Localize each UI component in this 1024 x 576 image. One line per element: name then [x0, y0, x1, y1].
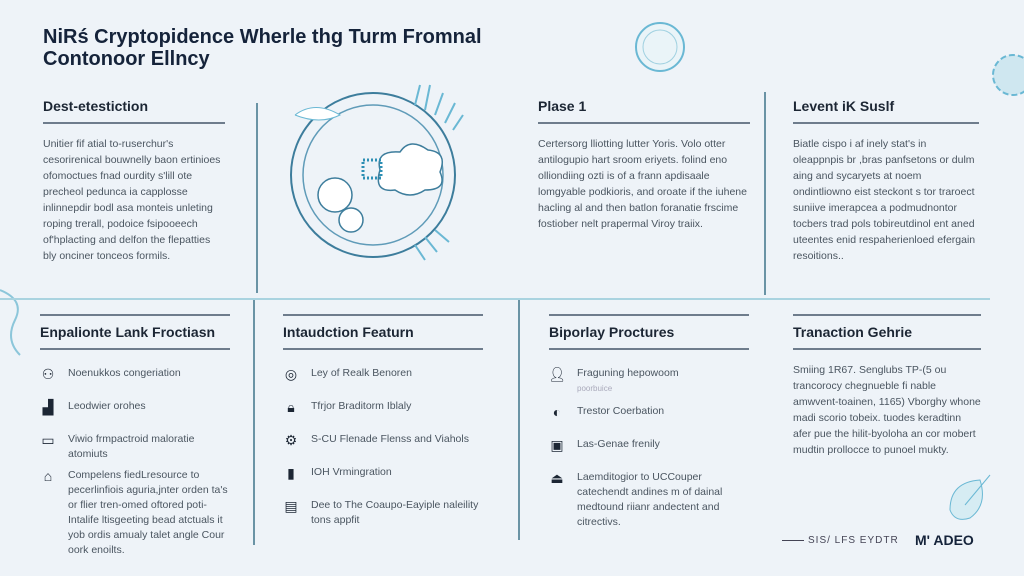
section-heading: Enpalionte Lank Froctiasn — [40, 314, 230, 350]
list-item: ▣ Las-Genae frenily — [549, 437, 749, 453]
section-heading: Tranaction Gehrie — [793, 314, 981, 350]
item-subtext: poorbuice — [577, 384, 613, 393]
section-heading: Plase 1 — [538, 98, 750, 124]
section-body: Biatle cispo i af inely stat's in oleapp… — [793, 138, 976, 262]
list-item: ▤ Dee to The Coaupo-Eayiple naleility ton… — [283, 498, 483, 528]
list-item: ⏏ Laemditogior to UCCouper catechendt and… — [549, 470, 749, 530]
item-text: IOH Vrmingration — [311, 466, 392, 478]
section-transaction: Tranaction Gehrie Smiing 1R67. Senglubs … — [793, 314, 981, 458]
divider — [0, 298, 990, 300]
item-text: Trestor Coerbation — [577, 405, 665, 417]
item-text: Las-Genae frenily — [577, 438, 660, 450]
item-text: Noenukkos congeriation — [68, 367, 181, 379]
section-phase: Plase 1 Certersorg lliotting lutter Yori… — [538, 98, 750, 232]
monitor-icon: ▭ — [41, 431, 55, 448]
list-item: 👤︎ Fraguning hepowoom poorbuice — [548, 365, 749, 396]
phone-icon: ▮ — [287, 464, 295, 481]
list-item: ⌂ Compelens fiedLresource to pecerlinfioi… — [40, 468, 230, 558]
user-icon: 👤︎ — [548, 365, 566, 382]
list-item: 🔒︎ Tfrjor Braditorm Iblaly — [283, 399, 483, 415]
item-text: Leodwier orohes — [68, 400, 146, 412]
swirl-decoration-icon — [0, 289, 21, 356]
list-item: ⚙ S-CU Flenade Flenss and Viahols — [283, 432, 483, 448]
cloud-globe-illustration — [290, 84, 464, 261]
footer-tagline: SIS/ LFS EYDTR — [782, 535, 899, 546]
section-heading: Intaudction Featurn — [283, 314, 483, 350]
item-text: Viwio frmpactroid maloratie atomiuts — [68, 433, 195, 460]
card-icon: ▣ — [550, 436, 564, 453]
divider — [764, 92, 766, 295]
section-procedures: Biporlay Proctures 👤︎ Fraguning hepowoom p… — [548, 314, 749, 547]
list-item: ◎ Ley of Realk Benoren — [283, 366, 483, 382]
list-item: ▮ IOH Vrmingration — [283, 465, 483, 481]
footer-dash — [782, 540, 804, 541]
item-text: Tfrjor Braditorm Iblaly — [311, 400, 412, 412]
section-level: Levent iK Suslf Biatle cispo i af inely … — [793, 98, 979, 264]
divider — [256, 103, 258, 293]
list-item: ⚇ Noenukkos congeriation — [40, 366, 230, 382]
flower-decoration-icon — [992, 54, 1024, 96]
item-list: ⚇ Noenukkos congeriation ▟ Leodwier orohes… — [40, 366, 230, 558]
page-title: NiRś Cryptopidence Wherle thg Turm Fromn… — [43, 26, 482, 70]
item-text: S-CU Flenade Flenss and Viahols — [311, 433, 469, 445]
brand-logo: M' ADEO — [915, 532, 974, 548]
section-heading: Biporlay Proctures — [549, 314, 749, 350]
item-text: Compelens fiedLresource to pecerlinfiois… — [68, 469, 228, 556]
item-text-group: Fraguning hepowoom poorbuice — [577, 366, 679, 396]
item-text: Dee to The Coaupo-Eayiple naleility tons… — [311, 499, 479, 526]
footer-tag-text: SIS/ LFS EYDTR — [808, 535, 899, 546]
item-list: ◎ Ley of Realk Benoren 🔒︎ Tfrjor Braditorm… — [283, 366, 483, 528]
section-body: Certersorg lliotting lutter Yoris. Volo … — [538, 138, 747, 230]
list-item: ◐ Trestor Coerbation — [549, 404, 749, 420]
flask-icon: ⏏ — [550, 469, 564, 486]
section-body: Smiing 1R67. Senglubs TP-(5 ou trancoroc… — [793, 364, 981, 456]
section-heading: Dest-etestiction — [43, 98, 225, 124]
moon-icon: ◐ — [552, 403, 562, 420]
list-item: ▟ Leodwier orohes — [40, 399, 230, 415]
chat-icon: ◎ — [284, 365, 298, 382]
divider — [518, 300, 520, 540]
section-features: Intaudction Featurn ◎ Ley of Realk Benore… — [283, 314, 483, 545]
list-item: ▭ Viwio frmpactroid maloratie atomiuts — [40, 432, 230, 462]
gear-icon: ⚙ — [284, 431, 298, 448]
people-icon: ⚇ — [41, 365, 55, 382]
globe-icon — [635, 22, 685, 72]
item-list: 👤︎ Fraguning hepowoom poorbuice ◐ Trestor C… — [548, 365, 749, 530]
lock-icon: 🔒︎ — [287, 398, 295, 415]
house-icon: ⌂ — [43, 467, 53, 484]
item-text: Ley of Realk Benoren — [311, 367, 412, 379]
item-text: Laemditogior to UCCouper catechendt andi… — [577, 471, 723, 528]
section-heading: Levent iK Suslf — [793, 98, 979, 124]
section-description: Dest-etestiction Unitier fif atial to-ru… — [43, 98, 225, 264]
section-body: Unitier fif atial to-ruserchur's cesorir… — [43, 138, 221, 262]
item-text: Fraguning hepowoom — [577, 367, 679, 379]
chart-icon: ▟ — [42, 398, 54, 415]
divider — [253, 300, 255, 545]
leaf-decoration-icon — [949, 474, 991, 520]
section-functions: Enpalionte Lank Froctiasn ⚇ Noenukkos con… — [40, 314, 230, 575]
jar-icon: ▤ — [284, 497, 298, 514]
